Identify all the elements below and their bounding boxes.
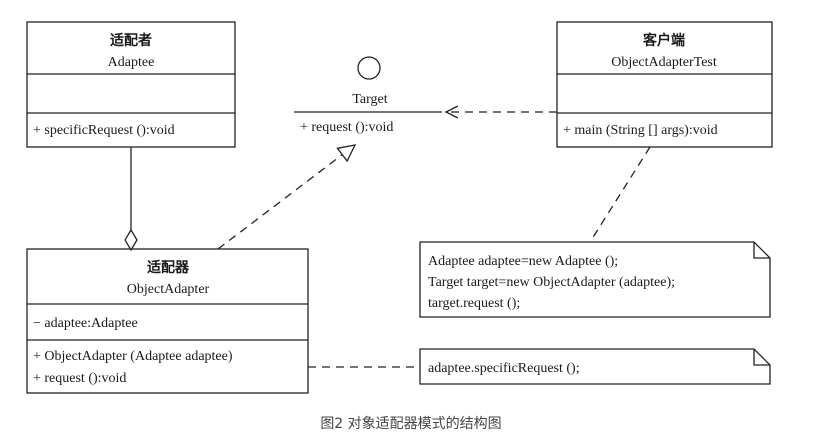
client-method: + main (String [] args):void [563,123,718,138]
adapter-method: + request ():void [33,371,126,386]
adapter-title-cn: 适配器 [147,259,190,276]
adaptee-method: + specificRequest ():void [33,123,175,138]
client-note-line-1: Adaptee adaptee=new Adaptee (); [428,254,618,269]
interface-circle-icon [357,56,381,80]
target-interface: Target + request ():void [294,56,442,135]
target-method: + request ():void [300,120,393,135]
adapter-title-en: ObjectAdapter [127,282,210,297]
adaptee-class: 适配者 Adaptee + specificRequest ():void [26,21,236,148]
client-note-line-3: target.request (); [428,296,520,311]
client-note: Adaptee adaptee=new Adaptee (); Target t… [419,241,771,318]
client-note-fold [753,242,770,259]
adapter-note-box [419,348,771,385]
figure-caption: 图2 对象适配器模式的结构图 [320,416,501,432]
client-note-connector [589,146,651,243]
adapter-class: 适配器 ObjectAdapter − adaptee:Adaptee + Ob… [26,248,309,394]
adaptee-title-cn: 适配者 [110,32,152,49]
aggregation-diamond-icon [124,228,138,252]
adapter-constructor: + ObjectAdapter (Adaptee adaptee) [33,349,233,364]
adaptee-title-en: Adaptee [108,55,155,70]
client-note-box [419,241,771,318]
adaptee-box [26,21,236,148]
client-title-cn: 客户端 [642,32,685,49]
adapter-note-fold [753,349,770,366]
client-class: 客户端 ObjectAdapterTest + main (String [] … [556,21,773,148]
adapter-attribute: − adaptee:Adaptee [33,316,138,331]
client-note-line-2: Target target=new ObjectAdapter (adaptee… [428,275,675,290]
client-title-en: ObjectAdapterTest [611,55,717,70]
adapter-box [26,248,309,394]
client-box [556,21,773,148]
realization-arrow [217,144,357,250]
adapter-note-line: adaptee.specificRequest (); [428,361,580,376]
target-name: Target [352,92,387,107]
adapter-note: adaptee.specificRequest (); [419,348,771,385]
